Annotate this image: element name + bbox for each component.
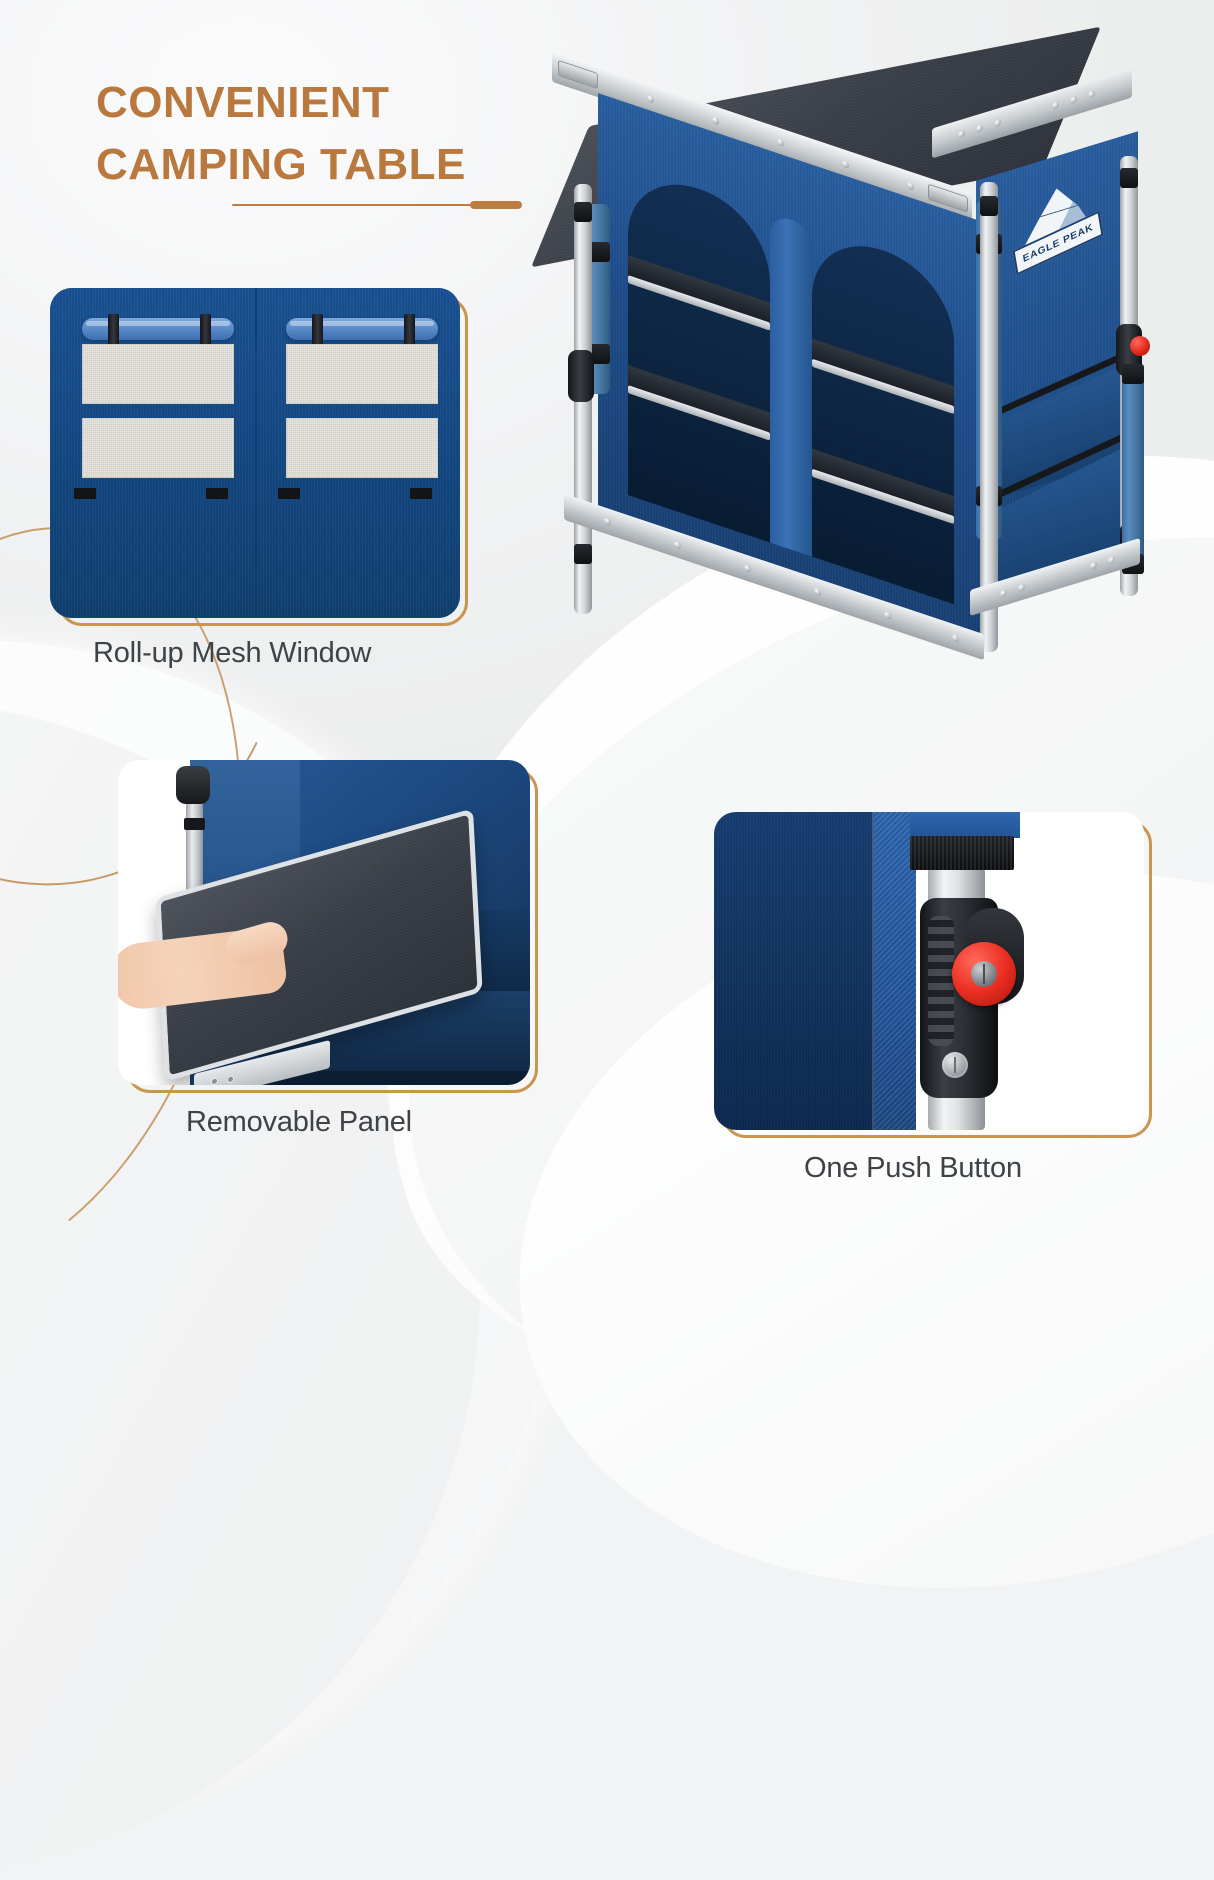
feature-card-removable-panel [118,760,530,1085]
one-push-button-red[interactable] [952,942,1016,1006]
tabletop-latch-left [558,59,598,90]
product-camping-table: EAGLE PEAK [531,26,1180,714]
mesh-pane-right-lower [286,418,438,478]
cabinet-center-divider [770,212,812,557]
leg-clamp-in-panel-scene [176,766,210,804]
leg-band-in-panel-scene [184,818,205,830]
screw-lower [942,1052,968,1078]
push-card-fabric-band [874,812,916,1130]
velcro-tab-right-1[interactable] [278,488,300,499]
title-underline-line [232,204,484,206]
roll-strap-right-2[interactable] [404,314,415,346]
cabinet-opening-left [628,165,770,543]
feature-caption-roll-up-mesh-window: Roll-up Mesh Window [93,637,372,669]
push-button-screw-center [971,961,997,987]
mesh-pane-left-upper [82,344,234,404]
page-title-line-2: CAMPING TABLE [96,140,466,190]
leg-clamp-front-left [568,350,594,402]
push-button-red-right-leg[interactable] [1130,336,1150,356]
push-card-fabric-seam [872,812,874,1130]
feature-card-roll-up-mesh-window [50,288,460,618]
roll-strap-right-1[interactable] [312,314,323,346]
leg-webbing-strap[interactable] [910,836,1014,870]
velcro-tab-left-1[interactable] [74,488,96,499]
roll-strap-left-2[interactable] [200,314,211,346]
feature-caption-one-push-button: One Push Button [804,1152,1022,1184]
rolled-flap-right[interactable] [286,318,438,340]
cabinet-opening-right [812,226,954,605]
page-title-line-1: CONVENIENT [96,78,390,127]
feature-card-one-push-button [714,812,1144,1130]
mesh-card-center-seam [255,288,257,618]
page-title: CONVENIENT CAMPING TABLE [96,72,616,197]
push-card-fabric-dark [714,812,884,1130]
feature-caption-removable-panel: Removable Panel [186,1106,412,1138]
title-underline-cap [470,201,522,209]
mesh-pane-left-lower [82,418,234,478]
rolled-flap-left[interactable] [82,318,234,340]
roll-strap-left-1[interactable] [108,314,119,346]
push-card-fabric-top [910,812,1020,838]
velcro-tab-left-2[interactable] [206,488,228,499]
collar-grip-ridges [928,916,954,1046]
leg-center-lower [980,182,998,652]
title-underline [232,200,522,210]
mesh-pane-right-upper [286,344,438,404]
velcro-tab-right-2[interactable] [410,488,432,499]
